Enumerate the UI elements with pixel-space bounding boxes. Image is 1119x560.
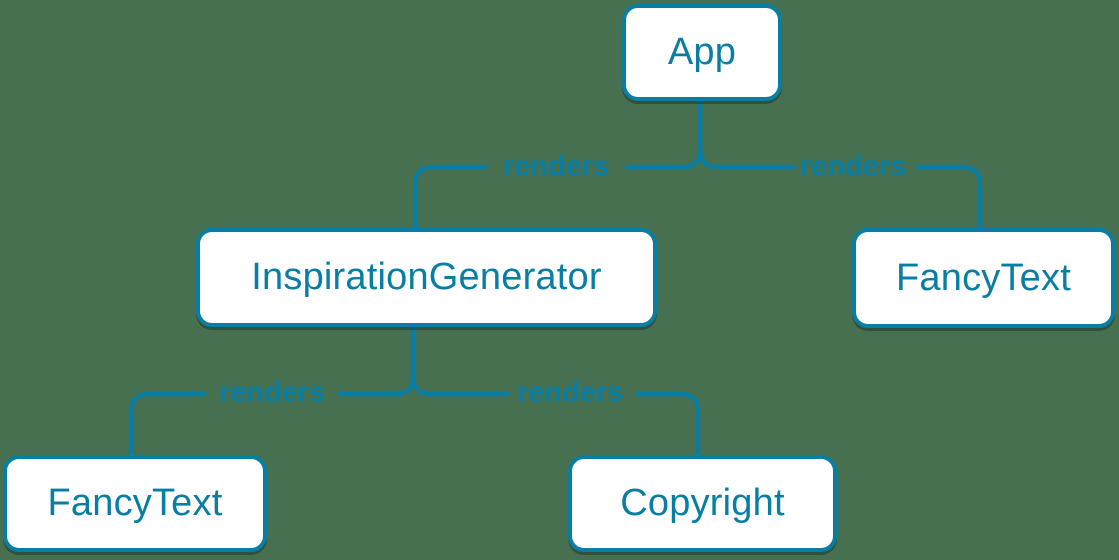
node-fancy-text-bottom: FancyText [3, 455, 267, 552]
edge-inspiration-fancytext-junction-segment [337, 324, 416, 397]
node-inspiration-generator-label: InspirationGenerator [251, 256, 602, 298]
node-app: App [622, 4, 782, 101]
node-copyright: Copyright [568, 455, 837, 552]
node-app-label: App [667, 31, 737, 73]
edge-inspiration-copyright-corner-segment [634, 391, 701, 458]
node-fancy-text-top-label: FancyText [896, 256, 1071, 299]
node-inspiration-generator: InspirationGenerator [196, 228, 657, 327]
edge-label-app-inspiration: renders [502, 150, 610, 183]
node-fancy-text-top: FancyText [852, 228, 1115, 328]
node-fancy-text-bottom-label: FancyText [47, 482, 223, 524]
edge-app-fancytext-junction-segment [697, 98, 796, 170]
edge-app-inspiration-junction-segment [624, 98, 703, 170]
node-copyright-label: Copyright [620, 482, 785, 524]
edge-app-inspiration-corner-segment [412, 164, 489, 231]
edge-app-fancytext-corner-segment [915, 164, 983, 231]
edge-label-inspiration-copyright: renders [516, 376, 624, 409]
edge-inspiration-fancytext-corner-segment [128, 391, 207, 458]
edge-label-inspiration-fancytext: renders [218, 376, 326, 409]
edge-label-app-fancytext: renders [799, 150, 907, 183]
edge-inspiration-copyright-junction-segment [410, 324, 510, 397]
